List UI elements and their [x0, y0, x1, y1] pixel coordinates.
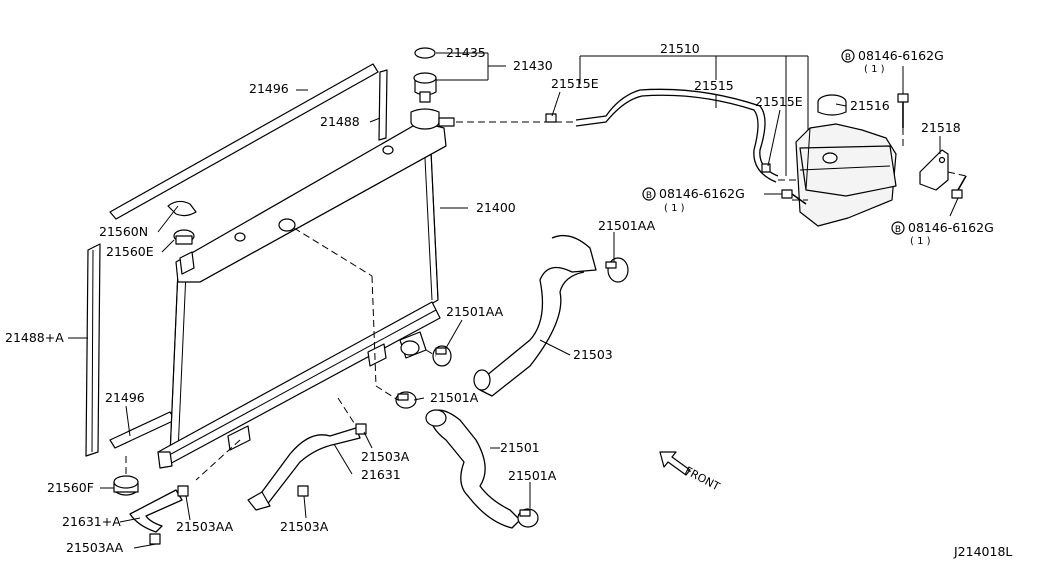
lower-seal-strip [109, 411, 176, 449]
label-21515e-right: 21515E [755, 94, 803, 109]
label-21488a: 21488+A [5, 330, 64, 345]
radiator-cap [413, 47, 437, 103]
clamp-small-aa-a [177, 485, 189, 497]
clamp-lower-mid [395, 391, 417, 409]
label-21501a-bot: 21501A [508, 468, 557, 483]
mount-bushing-upper [167, 200, 197, 245]
label-21516: 21516 [850, 98, 890, 113]
drawing-code: J214018L [953, 544, 1012, 559]
label-bolt-1: 08146-6162G [858, 48, 944, 63]
small-hose-a [129, 489, 183, 533]
label-21501a-mid: 21501A [430, 390, 479, 405]
bolt-top [897, 93, 909, 128]
label-21496-top: 21496 [249, 81, 289, 96]
label-21435: 21435 [446, 45, 486, 60]
label-21560n: 21560N [99, 224, 148, 239]
clamp-small-a-bot [297, 485, 309, 497]
bolt-marker-3: B [891, 221, 905, 235]
leader-lines [68, 52, 959, 549]
label-21488: 21488 [320, 114, 360, 129]
clamp-upper-top [605, 257, 629, 283]
label-21503: 21503 [573, 347, 613, 362]
clamp-upper-mid [432, 345, 452, 367]
front-direction-arrow [659, 451, 691, 476]
label-21503aa-b: 21503AA [66, 540, 124, 555]
lower-hose [425, 409, 521, 529]
label-21515e-left: 21515E [551, 76, 599, 91]
label-bolt-2: 08146-6162G [659, 186, 745, 201]
radiator-core [157, 108, 455, 469]
label-21560e: 21560E [106, 244, 154, 259]
label-bolt-2-qty: ( 1 ) [664, 203, 685, 214]
label-21503a-bot: 21503A [280, 519, 329, 534]
reservoir-bracket [919, 149, 949, 191]
bolt-marker-3-label: B [895, 225, 901, 235]
part-labels: 21435 21430 21510 21496 21488 21515E 215… [5, 41, 1012, 559]
upper-hose [473, 234, 597, 397]
label-21501: 21501 [500, 440, 540, 455]
label-21430: 21430 [513, 58, 553, 73]
label-21501aa-mid: 21501AA [446, 304, 504, 319]
bolt-right [951, 175, 967, 199]
reservoir-tank [795, 94, 897, 227]
overflow-hose [545, 88, 779, 183]
label-21503a-top: 21503A [361, 449, 410, 464]
label-21631: 21631 [361, 467, 401, 482]
small-hose [247, 427, 361, 511]
side-seal-left [85, 243, 101, 457]
bolt-marker-2-label: B [646, 191, 652, 201]
label-21518: 21518 [921, 120, 961, 135]
routing-lines [125, 128, 967, 481]
label-21503aa-a: 21503AA [176, 519, 234, 534]
label-bolt-3-qty: ( 1 ) [910, 236, 931, 247]
bolt-marker-2: B [642, 187, 656, 201]
label-21400: 21400 [476, 200, 516, 215]
clamp-lower-bot [517, 508, 539, 528]
label-bolt-1-qty: ( 1 ) [864, 64, 885, 75]
label-bolt-3: 08146-6162G [908, 220, 994, 235]
label-21496-bottom: 21496 [105, 390, 145, 405]
clamp-small-aa-b [149, 533, 161, 545]
bolt-marker-1-label: B [845, 53, 851, 63]
side-seal-right [378, 69, 388, 141]
label-21501aa-top: 21501AA [598, 218, 656, 233]
label-21560f: 21560F [47, 480, 94, 495]
clamp-small-a-top [355, 423, 367, 435]
label-21510: 21510 [660, 41, 700, 56]
label-21631a: 21631+A [62, 514, 121, 529]
label-21515: 21515 [694, 78, 734, 93]
label-front: FRONT [683, 464, 723, 493]
mount-bushing-lower [113, 475, 139, 496]
bolt-marker-1: B [841, 49, 855, 63]
upper-seal-strip [109, 63, 379, 220]
